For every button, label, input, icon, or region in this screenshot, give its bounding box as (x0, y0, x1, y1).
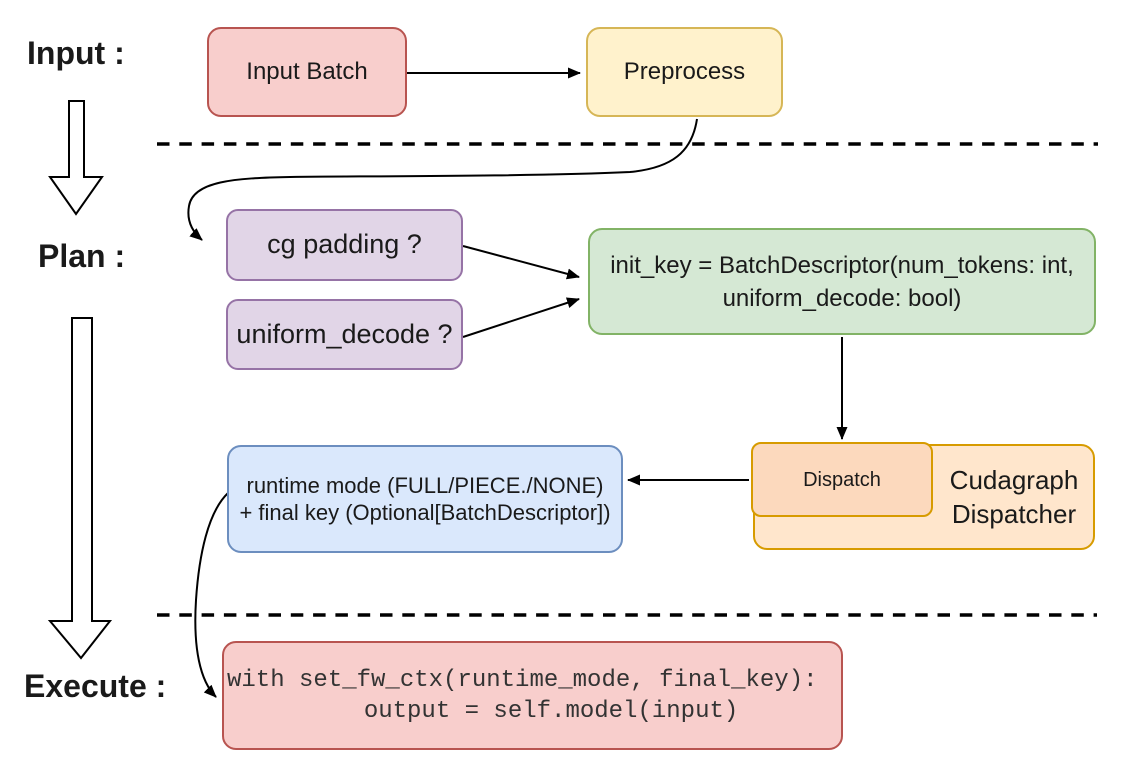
node-init-key: init_key = BatchDescriptor(num_tokens: i… (588, 228, 1096, 335)
node-preprocess: Preprocess (586, 27, 783, 117)
node-input-batch: Input Batch (207, 27, 407, 117)
node-uniform-decode: uniform_decode ? (226, 299, 463, 370)
edge-runtimemode-to-execute (194, 492, 229, 698)
execute-code-text: with set_fw_ctx(runtime_mode, final_key)… (227, 666, 818, 725)
node-execute-code: with set_fw_ctx(runtime_mode, final_key)… (222, 641, 843, 750)
node-dispatch: Dispatch (751, 442, 933, 517)
stage-label-input: Input : (27, 35, 125, 71)
stage-label-plan: Plan : (38, 238, 126, 274)
node-cg-padding: cg padding ? (226, 209, 463, 281)
edge-cgpadding-to-initkey (462, 245, 580, 280)
node-runtime-mode: runtime mode (FULL/PIECE./NONE) + final … (227, 445, 623, 553)
edge-uniformdecode-to-initkey (462, 297, 580, 338)
edge-preprocess-to-cgpadding (187, 118, 698, 241)
stage-label-execute: Execute : (24, 668, 167, 704)
cudagraph-dispatcher-label: Cudagraph Dispatcher (949, 465, 1079, 529)
hollow-arrow-input-to-plan (48, 100, 104, 216)
hollow-arrow-plan-to-execute (47, 317, 113, 660)
